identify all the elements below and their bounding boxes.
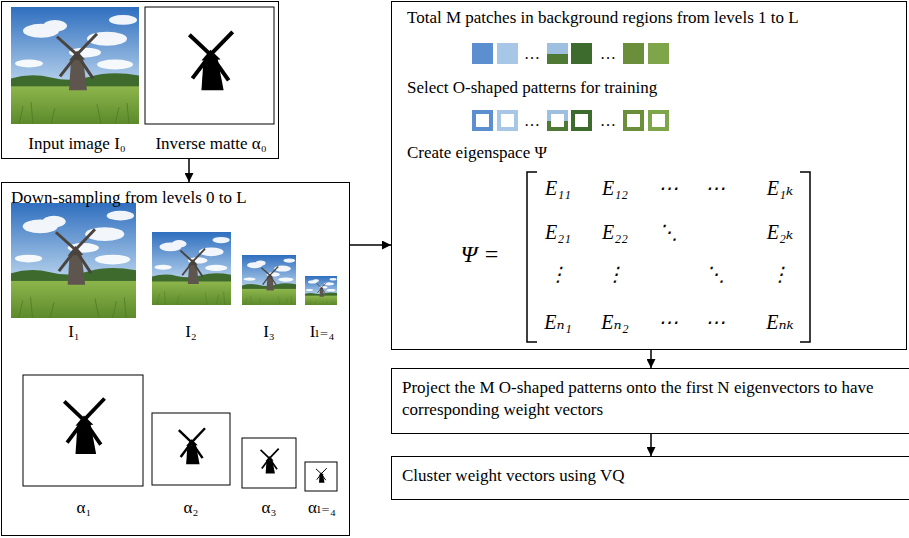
patch-row	[472, 43, 669, 64]
matrix-entry: E₂₂	[602, 220, 628, 244]
matte-image	[145, 7, 274, 124]
image-caption: I₃	[263, 322, 275, 342]
ellipsis: …	[600, 44, 616, 63]
matrix-entry: Eₙ₂	[601, 310, 628, 334]
process-box: Cluster weight vectors using VQ	[391, 456, 909, 500]
box-text: Down-sampling from levels 0 to L	[11, 188, 247, 208]
downsampling-panel: Down-sampling from levels 0 to L	[1, 182, 350, 536]
box-text: Project the M O-shaped patterns onto the…	[392, 369, 909, 429]
flow-arrow	[650, 350, 652, 368]
matrix-entry: ⋮	[770, 262, 790, 286]
image-caption: α₂	[184, 498, 199, 518]
matrix-entry: ⋯	[705, 310, 725, 334]
matrix-entry: E₁₁	[545, 176, 571, 200]
box-text: Total M patches in background regions fr…	[407, 8, 799, 28]
o-shaped-patterns	[472, 110, 669, 131]
ellipsis: …	[524, 44, 540, 63]
box-text: Select O-shaped patterns for training	[407, 78, 657, 98]
image-caption: I₁	[68, 322, 80, 342]
matrix-entry: ⋯	[658, 176, 678, 200]
image-caption: Iₗ₌₄	[310, 322, 335, 342]
input-image	[11, 7, 139, 124]
box-text: Input image I₀	[28, 134, 126, 154]
matrix-entry: ⋯	[705, 176, 725, 200]
flow-arrow	[188, 159, 190, 182]
image-caption: I₂	[185, 322, 197, 342]
process-box: Project the M O-shaped patterns onto the…	[391, 368, 909, 434]
ellipsis: …	[524, 111, 540, 130]
matrix-brackets	[527, 172, 810, 342]
matrix-entry: E₁ₖ	[767, 176, 793, 200]
eigenspace-panel: Total M patches in background regions fr…	[391, 1, 907, 350]
box-text: Create eigenspace Ψ	[407, 143, 547, 163]
downsampled-images	[11, 203, 337, 318]
input-panel: Input image I₀ Inverse matte α₀	[1, 1, 279, 159]
image-caption: α₃	[262, 498, 277, 518]
downsampled-mattes	[23, 375, 337, 491]
flow-arrow	[350, 244, 391, 246]
image-caption: αₗ₌₄	[308, 498, 336, 518]
matrix-entry: ⋱	[705, 262, 725, 286]
matrix-entry: E₁₂	[602, 176, 628, 200]
matrix-entry: ⋮	[548, 262, 568, 286]
matrix-entry: Eₙ₁	[544, 310, 571, 334]
box-text: Inverse matte α₀	[155, 134, 266, 154]
matrix-entry: Eₙₖ	[766, 310, 794, 334]
matrix-entry: ⋮	[605, 262, 625, 286]
matrix-symbol: Ψ =	[460, 240, 499, 269]
matrix-entry: E₂ₖ	[767, 220, 793, 244]
flow-arrow	[650, 434, 652, 456]
matrix-entry: E₂₁	[545, 220, 571, 244]
ellipsis: …	[600, 111, 616, 130]
box-text: Cluster weight vectors using VQ	[392, 457, 909, 495]
matrix-entry: ⋯	[658, 310, 678, 334]
matrix-entry: ⋱	[658, 220, 678, 244]
image-caption: α₁	[77, 498, 92, 518]
